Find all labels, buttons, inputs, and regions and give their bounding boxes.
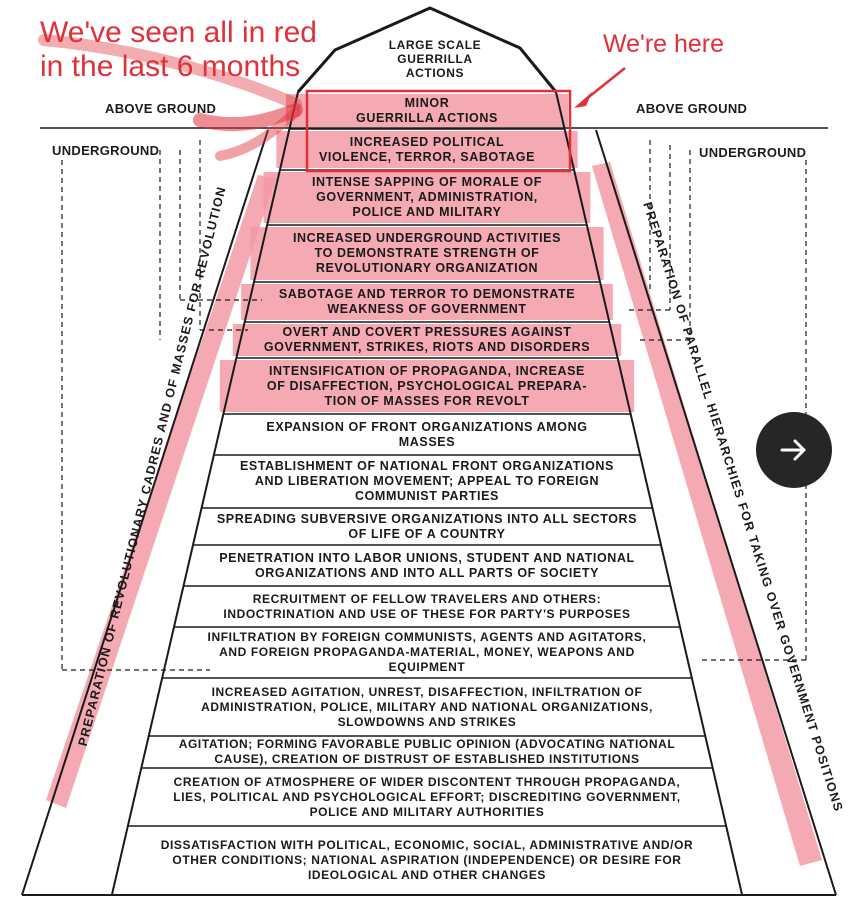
above-ground-label-left: ABOVE GROUND [105, 101, 217, 116]
apex-roof [296, 6, 558, 93]
brush-arrow-stroke [193, 103, 303, 132]
tier-label: CREATION OF ATMOSPHERE OF WIDER DISCONTE… [173, 774, 681, 819]
tier-highlight [219, 360, 635, 412]
tier-highlight [241, 284, 613, 320]
annotation-layer [38, 34, 626, 173]
tier-label: RECRUITMENT OF FELLOW TRAVELERS AND OTHE… [223, 591, 631, 621]
tier-label: INFILTRATION BY FOREIGN COMMUNISTS, AGEN… [207, 630, 647, 674]
tier-label: INTENSIFICATION OF PROPAGANDA, INCREASE … [266, 363, 588, 408]
tier-label: EXPANSION OF FRONT ORGANIZATIONS AMONG M… [266, 419, 588, 449]
tier-highlight [285, 94, 569, 127]
tier-label: DISSATISFACTION WITH POLITICAL, ECONOMIC… [160, 838, 694, 882]
brush-arrow-stroke [38, 34, 302, 110]
above-ground-label-right: ABOVE GROUND [636, 101, 748, 116]
side-band-highlight-right [592, 162, 822, 866]
outer-edge-left [21, 129, 269, 896]
tier-label: PENETRATION INTO LABOR UNIONS, STUDENT A… [219, 550, 635, 580]
underground-label-right: UNDERGROUND [699, 145, 807, 160]
arrow-head [574, 92, 592, 108]
arrow-line [584, 67, 626, 101]
tier-label: SPREADING SUBVERSIVE ORGANIZATIONS INTO … [216, 511, 638, 541]
tier-highlight [232, 324, 622, 356]
inner-edge-right [555, 91, 744, 896]
tier-label: INTENSE SAPPING OF MORALE OF GOVERNMENT,… [311, 175, 542, 219]
tier-highlight [276, 131, 578, 168]
underground-label-left: UNDERGROUND [52, 143, 160, 158]
tier-label: OVERT AND COVERT PRESSURES AGAINST GOVER… [263, 325, 591, 354]
inner-edge-left [110, 91, 299, 896]
tier-highlight [263, 172, 591, 223]
apex-label: LARGE SCALE GUERRILLA ACTIONS [388, 38, 482, 80]
tier-label: INCREASED UNDERGROUND ACTIVITIES TO DEMO… [292, 231, 562, 275]
annotation-seen-all: We've seen all in red in the last 6 mont… [40, 16, 317, 83]
next-button[interactable] [756, 412, 832, 488]
arrow-right-icon [780, 439, 806, 461]
side-band-highlight-left [46, 175, 276, 808]
brush-arrow-stroke [215, 107, 301, 161]
tier-label: INCREASED AGITATION, UNREST, DISAFFECTIO… [201, 684, 653, 729]
outer-edge-right [595, 129, 837, 896]
tier-label: SABOTAGE AND TERROR TO DEMONSTRATE WEAKN… [278, 287, 576, 316]
annotation-were-here: We're here [603, 30, 725, 58]
pyramid-outline [21, 6, 837, 896]
tier-label: ESTABLISHMENT OF NATIONAL FRONT ORGANIZA… [239, 459, 614, 503]
tier-label: MINOR GUERRILLA ACTIONS [356, 95, 498, 125]
tier-highlight [250, 227, 604, 280]
tier-label: INCREASED POLITICAL VIOLENCE, TERROR, SA… [318, 134, 536, 164]
were-here-box [305, 89, 572, 173]
highlight-layer [46, 94, 822, 866]
tier-label: AGITATION; FORMING FAVORABLE PUBLIC OPIN… [178, 737, 676, 766]
